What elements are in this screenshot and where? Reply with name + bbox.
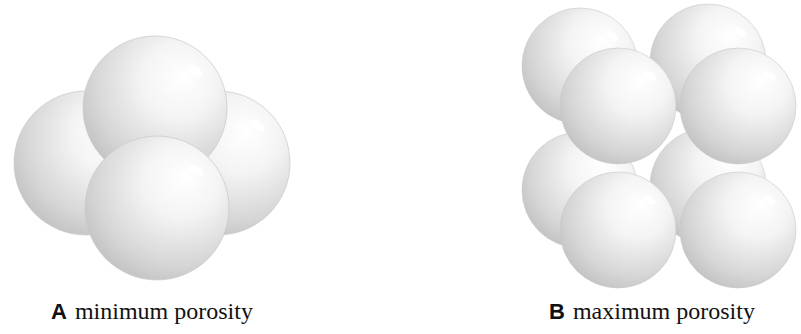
panel-letter: A [51,300,67,324]
sphere-group-a [14,36,290,280]
panel-letter: B [549,300,565,324]
panel-caption: minimum porosity [75,298,253,324]
panel-caption: maximum porosity [573,298,755,324]
sphere-group-b [522,4,796,288]
